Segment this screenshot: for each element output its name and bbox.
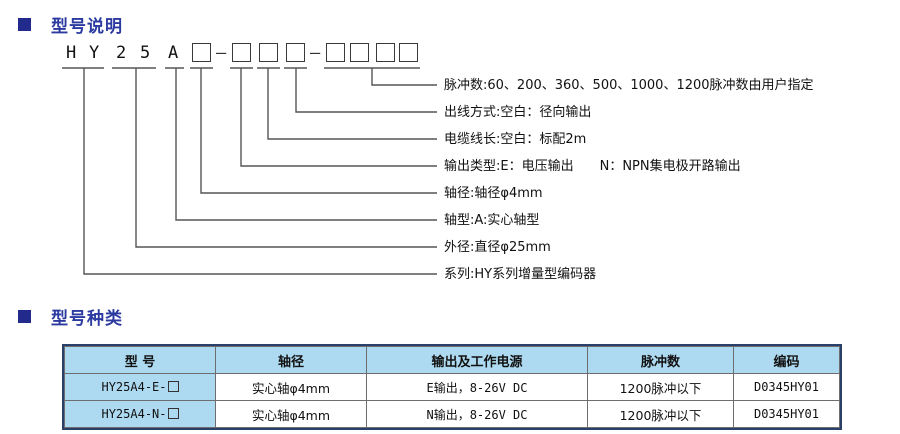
cell-shaft: 实心轴φ4mm bbox=[215, 400, 367, 428]
section-header-model-types: 型号种类 bbox=[18, 304, 123, 329]
model-types-table-wrapper: 型 号 轴径 输出及工作电源 脉冲数 编码 HY25A4-E- 实心轴φ4mm … bbox=[62, 344, 842, 430]
bullet-square-icon bbox=[18, 18, 31, 31]
code-box-pulse-4 bbox=[399, 43, 418, 62]
code-char-h: H bbox=[66, 43, 77, 63]
code-char-5: 5 bbox=[140, 43, 151, 63]
table-header-row: 型 号 轴径 输出及工作电源 脉冲数 编码 bbox=[64, 346, 840, 374]
code-dash-2: – bbox=[310, 43, 321, 63]
code-box-shaft-dia bbox=[192, 43, 211, 62]
cell-model: HY25A4-E- bbox=[64, 373, 216, 401]
section-header-model-explanation: 型号说明 bbox=[18, 12, 123, 37]
section-title: 型号说明 bbox=[51, 17, 123, 37]
code-dash-1: – bbox=[216, 43, 227, 63]
annotation-outer-dia: 外径:直径φ25mm bbox=[444, 240, 551, 255]
annotation-pulse: 脉冲数:60、200、360、500、1000、1200脉冲数由用户指定 bbox=[444, 78, 814, 93]
model-types-table: 型 号 轴径 输出及工作电源 脉冲数 编码 HY25A4-E- 实心轴φ4mm … bbox=[64, 346, 840, 428]
code-box-pulse-2 bbox=[350, 43, 369, 62]
cell-output: N输出，8-26V DC bbox=[366, 400, 588, 428]
cell-model-text: HY25A4-E- bbox=[101, 380, 167, 394]
annotation-cable: 电缆线长:空白：标配2m bbox=[444, 132, 587, 147]
cell-pulse: 1200脉冲以下 bbox=[587, 373, 734, 401]
cell-model: HY25A4-N- bbox=[64, 400, 216, 428]
cell-output: E输出，8-26V DC bbox=[366, 373, 588, 401]
cell-code: D0345HY01 bbox=[733, 373, 840, 401]
code-box-cable bbox=[259, 43, 278, 62]
code-box-pulse-1 bbox=[326, 43, 345, 62]
placeholder-box-icon bbox=[167, 381, 179, 392]
table-row: HY25A4-N- 实心轴φ4mm N输出，8-26V DC 1200脉冲以下 … bbox=[64, 400, 840, 428]
placeholder-box-icon bbox=[167, 408, 179, 419]
col-header-pulse: 脉冲数 bbox=[587, 346, 734, 374]
code-char-y: Y bbox=[89, 43, 100, 63]
annotation-output-type: 输出类型:E：电压输出 N：NPN集电极开路输出 bbox=[444, 159, 741, 174]
bullet-square-icon bbox=[18, 310, 31, 323]
table-row: HY25A4-E- 实心轴φ4mm E输出，8-26V DC 1200脉冲以下 … bbox=[64, 373, 840, 401]
model-code-row: H Y 2 5 A – – bbox=[0, 42, 900, 68]
leader-lines-diagram bbox=[62, 67, 437, 275]
code-box-output-type bbox=[232, 43, 251, 62]
code-box-pulse-3 bbox=[376, 43, 395, 62]
col-header-output: 输出及工作电源 bbox=[366, 346, 588, 374]
col-header-code: 编码 bbox=[733, 346, 840, 374]
annotation-series: 系列:HY系列增量型编码器 bbox=[444, 267, 597, 282]
annotation-outlet: 出线方式:空白：径向输出 bbox=[444, 105, 592, 120]
code-box-outlet bbox=[286, 43, 305, 62]
section-title: 型号种类 bbox=[51, 309, 123, 329]
cell-code: D0345HY01 bbox=[733, 400, 840, 428]
cell-pulse: 1200脉冲以下 bbox=[587, 400, 734, 428]
code-char-a: A bbox=[168, 43, 179, 63]
annotation-shaft-type: 轴型:A:实心轴型 bbox=[444, 213, 540, 228]
col-header-shaft: 轴径 bbox=[215, 346, 367, 374]
code-char-2: 2 bbox=[116, 43, 127, 63]
annotation-shaft-dia: 轴径:轴径φ4mm bbox=[444, 186, 543, 201]
cell-shaft: 实心轴φ4mm bbox=[215, 373, 367, 401]
cell-model-text: HY25A4-N- bbox=[101, 407, 167, 421]
col-header-model: 型 号 bbox=[64, 346, 216, 374]
